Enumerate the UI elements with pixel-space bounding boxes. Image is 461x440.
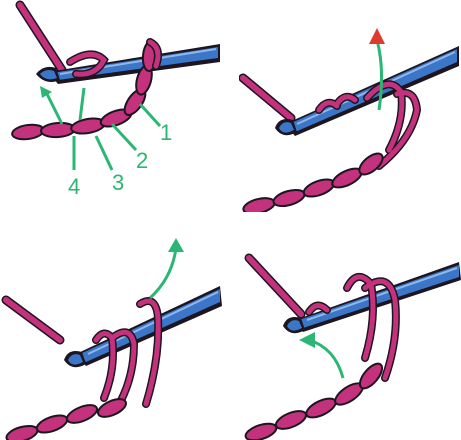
step-1-illustration: 1 2 3 4 xyxy=(0,0,222,212)
arrow-head xyxy=(168,238,184,252)
chain-stitches xyxy=(5,396,129,440)
crochet-hook xyxy=(275,46,459,136)
arrow-head xyxy=(40,86,52,98)
chain-stitches xyxy=(242,150,386,212)
stitch-label-3: 3 xyxy=(112,170,124,195)
step-3-illustration xyxy=(0,228,222,440)
step-3-panel xyxy=(0,228,222,440)
direction-arrow xyxy=(150,248,176,298)
crochet-hook xyxy=(36,44,220,84)
step-1-panel: 1 2 3 4 xyxy=(0,0,222,212)
step-2-illustration xyxy=(239,0,461,212)
stitch-label-2: 2 xyxy=(136,148,148,173)
arrow-head xyxy=(369,28,385,44)
stitch-label-1: 1 xyxy=(160,120,172,145)
step-4-illustration xyxy=(239,228,461,440)
arrow-head xyxy=(299,332,315,348)
step-4-panel xyxy=(239,228,461,440)
step-2-panel xyxy=(239,0,461,212)
stitch-label-4: 4 xyxy=(68,174,80,199)
chain-stitches xyxy=(244,360,386,440)
